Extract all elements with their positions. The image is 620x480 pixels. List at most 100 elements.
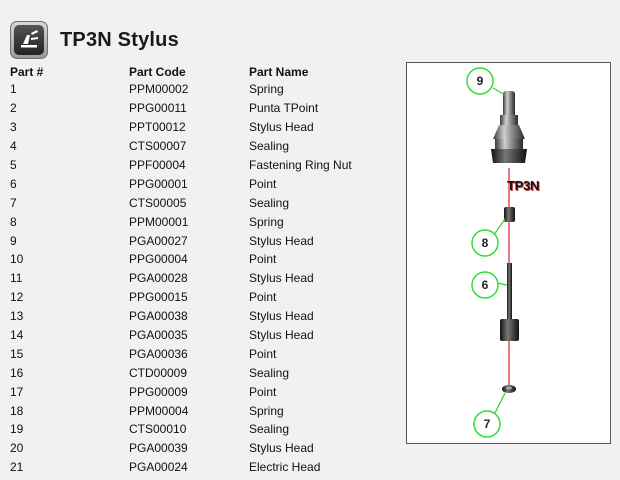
cell-part-name: Point [249,384,277,399]
cell-part-name: Sealing [249,422,290,437]
table-row: 1 PPM00002 Spring [10,80,399,99]
cell-part-number: 12 [10,290,24,305]
cell-part-code: PPT00012 [129,120,186,135]
cell-part-name: Sealing [249,365,290,380]
cell-part-code: PGA00038 [129,309,188,324]
cell-part-name: Stylus Head [249,120,314,135]
table-row: 15 PGA00036 Point [10,344,399,363]
cell-part-number: 13 [10,309,24,324]
cell-part-name: Spring [249,214,284,229]
cell-part-name: Spring [249,82,284,97]
table-header-row: Part # Part Code Part Name [10,63,399,80]
cell-part-name: Stylus Head [249,328,314,343]
cell-part-number: 4 [10,139,17,154]
table-row: 12 PPG00015 Point [10,288,399,307]
point-part [500,263,519,341]
cell-part-number: 1 [10,82,17,97]
cell-part-name: Sealing [249,195,290,210]
cell-part-name: Point [249,176,277,191]
tp3n-brand-label: TP3N [507,178,540,193]
cell-part-number: 14 [10,328,24,343]
exploded-parts-diagram: TP3N 9 8 6 7 [406,62,611,444]
callout-9: 9 [476,74,484,88]
table-row: 8 PPM00001 Spring [10,212,399,231]
cell-part-number: 11 [10,271,23,286]
stylus-app-icon [10,21,48,59]
cell-part-code: PGA00028 [129,271,188,286]
table-row: 7 CTS00005 Sealing [10,193,399,212]
cell-part-name: Spring [249,403,284,418]
table-row: 16 CTD00009 Sealing [10,363,399,382]
page-title: TP3N Stylus [60,28,179,51]
cell-part-code: PPM00002 [129,82,189,97]
cell-part-name: Sealing [249,139,290,154]
column-header-part-name: Part Name [249,64,309,79]
table-row: 6 PPG00001 Point [10,174,399,193]
table-row: 2 PPG00011 Punta TPoint [10,99,399,118]
table-row: 17 PPG00009 Point [10,382,399,401]
cell-part-name: Point [249,252,277,267]
cell-part-name: Point [249,290,277,305]
cell-part-number: 9 [10,233,17,248]
cell-part-code: PGA00036 [129,346,188,361]
cell-part-name: Stylus Head [249,309,314,324]
cell-part-number: 6 [10,176,17,191]
cell-part-code: PGA00024 [129,460,188,475]
cell-part-number: 2 [10,101,17,116]
table-row: 10 PPG00004 Point [10,250,399,269]
cell-part-number: 19 [10,422,24,437]
cell-part-code: PPF00004 [129,158,186,172]
cell-part-number: 17 [10,384,24,399]
stylus-head-part [491,91,527,163]
cell-part-code: PGA00035 [129,328,188,343]
cell-part-name: Punta TPoint [249,101,319,116]
table-row: 4 CTS00007 Sealing [10,137,399,156]
callout-6: 6 [481,278,489,292]
cell-part-name: Stylus Head [249,441,314,456]
callout-rings [466,67,501,438]
cell-part-code: CTD00009 [129,365,188,380]
cell-part-name: Stylus Head [249,233,314,248]
cell-part-number: 20 [10,441,24,456]
column-header-part-code: Part Code [129,64,186,79]
table-row: 9 PGA00027 Stylus Head [10,231,399,250]
table-row: 5 PPF00004 Fastening Ring Nut [10,156,399,175]
callout-8: 8 [481,236,489,250]
cell-part-name: Point [249,346,277,361]
cell-part-code: PPG00011 [129,101,187,116]
cell-part-code: PPG00001 [129,176,188,191]
cell-part-number: 10 [10,252,24,267]
table-row: 13 PGA00038 Stylus Head [10,307,399,326]
table-row: 21 PGA00024 Electric Head [10,458,399,477]
cell-part-code: PPM00001 [129,214,189,229]
cell-part-code: CTS00007 [129,139,187,154]
cell-part-number: 8 [10,214,17,229]
cell-part-number: 5 [10,158,17,172]
table-row: 14 PGA00035 Stylus Head [10,326,399,345]
cell-part-number: 7 [10,195,17,210]
cell-part-number: 16 [10,365,24,380]
cell-part-number: 15 [10,346,24,361]
page-header: TP3N Stylus [10,20,179,60]
table-row: 18 PPM00004 Spring [10,401,399,420]
cell-part-number: 3 [10,120,17,135]
cell-part-code: PPG00009 [129,384,188,399]
cell-part-code: PGA00027 [129,233,188,248]
spring-part [504,207,515,222]
cell-part-number: 21 [10,460,24,475]
cell-part-name: Electric Head [249,460,321,475]
cell-part-code: PPG00004 [129,252,188,267]
cell-part-name: Fastening Ring Nut [249,158,352,172]
column-header-part-number: Part # [10,64,44,79]
cell-part-code: PPM00004 [129,403,189,418]
sealing-part [502,385,516,393]
cell-part-code: CTS00005 [129,195,187,210]
cell-part-number: 18 [10,403,24,418]
cell-part-code: PPG00015 [129,290,188,305]
callout-7: 7 [483,417,491,431]
table-row: 3 PPT00012 Stylus Head [10,118,399,137]
